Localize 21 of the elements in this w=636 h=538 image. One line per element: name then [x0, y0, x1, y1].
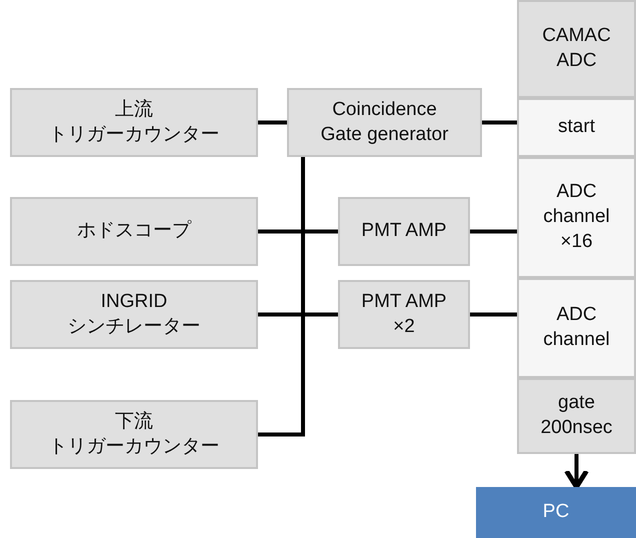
connector-line [470, 230, 517, 234]
amplifier-box: PMT AMP ×2 [338, 280, 470, 349]
gate-generator-box: Coincidence Gate generator [287, 88, 482, 157]
connector-line [482, 120, 517, 124]
connector-line [258, 312, 338, 316]
counter-box: 上流 トリガーカウンター [10, 88, 258, 157]
detector-box: ホドスコープ [10, 197, 258, 266]
adc-input-cell: ADC channel [517, 278, 636, 378]
adc-input-cell: start [517, 98, 636, 157]
connector-line [258, 120, 287, 124]
counter-box: 下流 トリガーカウンター [10, 400, 258, 469]
amplifier-box: PMT AMP [338, 197, 470, 266]
connector-line [258, 157, 305, 436]
detector-box: INGRID シンチレーター [10, 280, 258, 349]
computer-box: PC [476, 487, 636, 538]
connector-line [258, 230, 338, 234]
connector-line [470, 312, 517, 316]
adc-input-cell: ADC channel ×16 [517, 157, 636, 278]
arrow [564, 454, 589, 490]
adc-module-cell: CAMAC ADC [517, 0, 636, 98]
adc-input-cell: gate 200nsec [517, 378, 636, 454]
